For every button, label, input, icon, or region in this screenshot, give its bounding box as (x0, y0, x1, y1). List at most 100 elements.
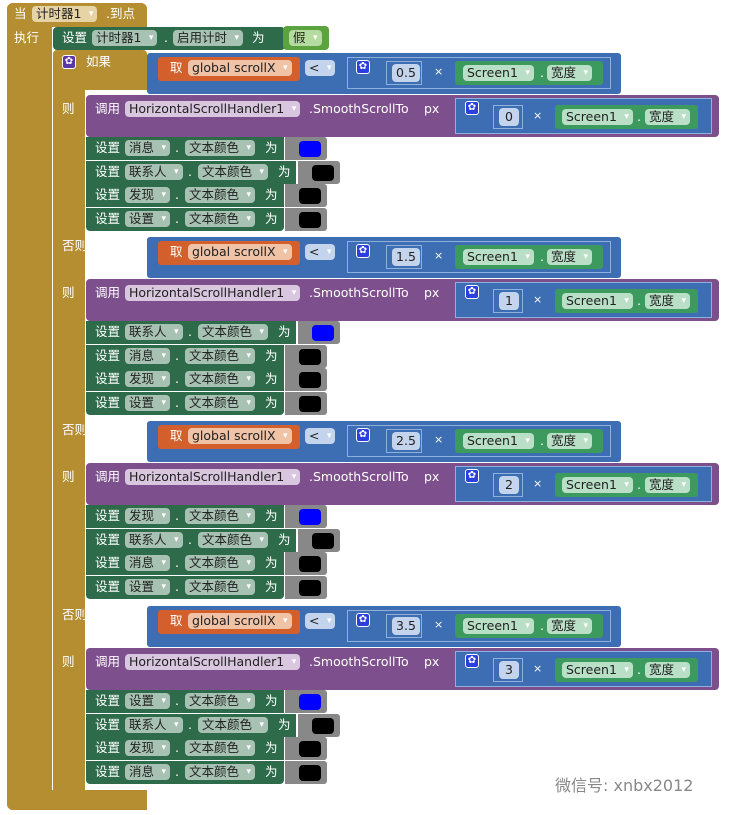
screen-dropdown[interactable]: Screen1 (562, 109, 633, 125)
scroll-handler-dropdown[interactable]: HorizontalScrollHandler1 (125, 469, 301, 485)
screen-dropdown[interactable]: Screen1 (463, 65, 534, 81)
property-dropdown[interactable]: 文本颜色 (185, 210, 256, 227)
screen-property-dropdown[interactable]: 宽度 (645, 477, 691, 493)
color-swatch[interactable] (299, 141, 321, 157)
component-dropdown[interactable]: 消息 (125, 763, 171, 780)
scroll-handler-dropdown[interactable]: HorizontalScrollHandler1 (125, 285, 301, 301)
scroll-multiplier-number[interactable]: 1 (499, 292, 519, 310)
screen-dropdown[interactable]: Screen1 (562, 293, 633, 309)
component-dropdown[interactable]: 消息 (125, 555, 171, 571)
variable-dropdown[interactable]: global scrollX (188, 244, 292, 260)
set-timer-block[interactable] (53, 27, 285, 50)
multiply-block[interactable] (347, 610, 611, 642)
multiply-gear-icon[interactable]: ✿ (356, 244, 370, 258)
property-dropdown[interactable]: 文本颜色 (198, 716, 269, 733)
multiply-gear-icon[interactable]: ✿ (356, 60, 370, 74)
property-dropdown[interactable]: 文本颜色 (185, 394, 256, 411)
screen-dropdown[interactable]: Screen1 (562, 477, 633, 493)
variable-dropdown[interactable]: global scrollX (188, 60, 292, 76)
operator-dropdown[interactable]: < (305, 613, 336, 629)
property-dropdown[interactable]: 文本颜色 (185, 187, 256, 203)
threshold-number[interactable]: 1.5 (392, 248, 420, 266)
property-dropdown[interactable]: 文本颜色 (185, 555, 256, 571)
component-dropdown[interactable]: 设置 (125, 210, 171, 227)
color-swatch[interactable] (299, 348, 321, 365)
color-swatch[interactable] (312, 164, 334, 181)
component-dropdown[interactable]: 联系人 (125, 324, 183, 340)
multiply-gear-icon[interactable]: ✿ (465, 469, 479, 483)
component-dropdown[interactable]: 发现 (125, 371, 171, 387)
color-swatch[interactable] (299, 372, 321, 388)
screen-dropdown[interactable]: Screen1 (463, 433, 534, 449)
boolean-dropdown[interactable]: 假 (289, 30, 322, 46)
color-swatch[interactable] (299, 188, 321, 204)
color-swatch[interactable] (299, 741, 321, 757)
component-dropdown[interactable]: 联系人 (125, 716, 183, 733)
component-dropdown[interactable]: 设置 (125, 394, 171, 411)
variable-dropdown[interactable]: global scrollX (188, 613, 292, 629)
component-dropdown[interactable]: 发现 (125, 187, 171, 203)
mutator-gear-icon[interactable]: ✿ (62, 55, 76, 69)
property-dropdown[interactable]: 文本颜色 (185, 371, 256, 387)
color-swatch[interactable] (312, 532, 334, 549)
property-dropdown[interactable]: 文本颜色 (185, 763, 256, 780)
screen-property-dropdown[interactable]: 宽度 (547, 433, 593, 449)
color-swatch[interactable] (312, 325, 334, 341)
property-dropdown[interactable]: 文本颜色 (185, 740, 256, 756)
component-dropdown[interactable]: 联系人 (125, 531, 183, 548)
component-dropdown[interactable]: 联系人 (125, 163, 183, 180)
timer-component-dropdown[interactable]: 计时器1 (92, 30, 158, 46)
component-dropdown[interactable]: 发现 (125, 740, 171, 756)
multiply-block[interactable] (347, 425, 611, 457)
component-dropdown[interactable]: 消息 (125, 140, 171, 156)
variable-dropdown[interactable]: global scrollX (188, 428, 292, 444)
color-swatch[interactable] (299, 556, 321, 572)
color-swatch[interactable] (299, 211, 321, 228)
screen-property-dropdown[interactable]: 宽度 (547, 249, 593, 265)
screen-dropdown[interactable]: Screen1 (562, 662, 633, 678)
property-dropdown[interactable]: 文本颜色 (198, 163, 269, 180)
property-dropdown[interactable]: 文本颜色 (185, 140, 256, 156)
screen-property-dropdown[interactable]: 宽度 (547, 618, 593, 634)
color-swatch[interactable] (299, 509, 321, 525)
screen-property-dropdown[interactable]: 宽度 (645, 293, 691, 309)
scroll-multiplier-number[interactable]: 0 (499, 108, 519, 126)
component-dropdown[interactable]: 发现 (125, 508, 171, 524)
color-swatch[interactable] (299, 764, 321, 781)
property-dropdown[interactable]: 文本颜色 (185, 578, 256, 595)
multiply-gear-icon[interactable]: ✿ (356, 613, 370, 627)
multiply-block[interactable] (347, 57, 611, 89)
scroll-handler-dropdown[interactable]: HorizontalScrollHandler1 (125, 101, 301, 117)
scroll-multiplier-number[interactable]: 2 (499, 476, 519, 494)
screen-property-dropdown[interactable]: 宽度 (645, 662, 691, 678)
multiply-gear-icon[interactable]: ✿ (356, 428, 370, 442)
color-swatch[interactable] (312, 717, 334, 734)
screen-property-dropdown[interactable]: 宽度 (645, 109, 691, 125)
multiply-gear-icon[interactable]: ✿ (465, 101, 479, 115)
threshold-number[interactable]: 2.5 (392, 432, 420, 450)
screen-dropdown[interactable]: Screen1 (463, 618, 534, 634)
timer-property-dropdown[interactable]: 启用计时 (173, 30, 244, 46)
multiply-gear-icon[interactable]: ✿ (465, 654, 479, 668)
multiply-block[interactable] (347, 241, 611, 273)
threshold-number[interactable]: 0.5 (392, 64, 420, 82)
screen-property-dropdown[interactable]: 宽度 (547, 65, 593, 81)
property-dropdown[interactable]: 文本颜色 (185, 693, 256, 709)
event-component-dropdown[interactable]: 计时器1 (32, 6, 98, 22)
component-dropdown[interactable]: 设置 (125, 693, 171, 709)
property-dropdown[interactable]: 文本颜色 (185, 508, 256, 524)
threshold-number[interactable]: 3.5 (392, 617, 420, 635)
operator-dropdown[interactable]: < (305, 60, 336, 76)
screen-dropdown[interactable]: Screen1 (463, 249, 534, 265)
property-dropdown[interactable]: 文本颜色 (198, 531, 269, 548)
property-dropdown[interactable]: 文本颜色 (198, 324, 269, 340)
color-swatch[interactable] (299, 395, 321, 412)
scroll-handler-dropdown[interactable]: HorizontalScrollHandler1 (125, 654, 301, 670)
property-dropdown[interactable]: 文本颜色 (185, 347, 256, 364)
component-dropdown[interactable]: 设置 (125, 578, 171, 595)
component-dropdown[interactable]: 消息 (125, 347, 171, 364)
operator-dropdown[interactable]: < (305, 244, 336, 260)
multiply-gear-icon[interactable]: ✿ (465, 285, 479, 299)
color-swatch[interactable] (299, 579, 321, 596)
operator-dropdown[interactable]: < (305, 428, 336, 444)
